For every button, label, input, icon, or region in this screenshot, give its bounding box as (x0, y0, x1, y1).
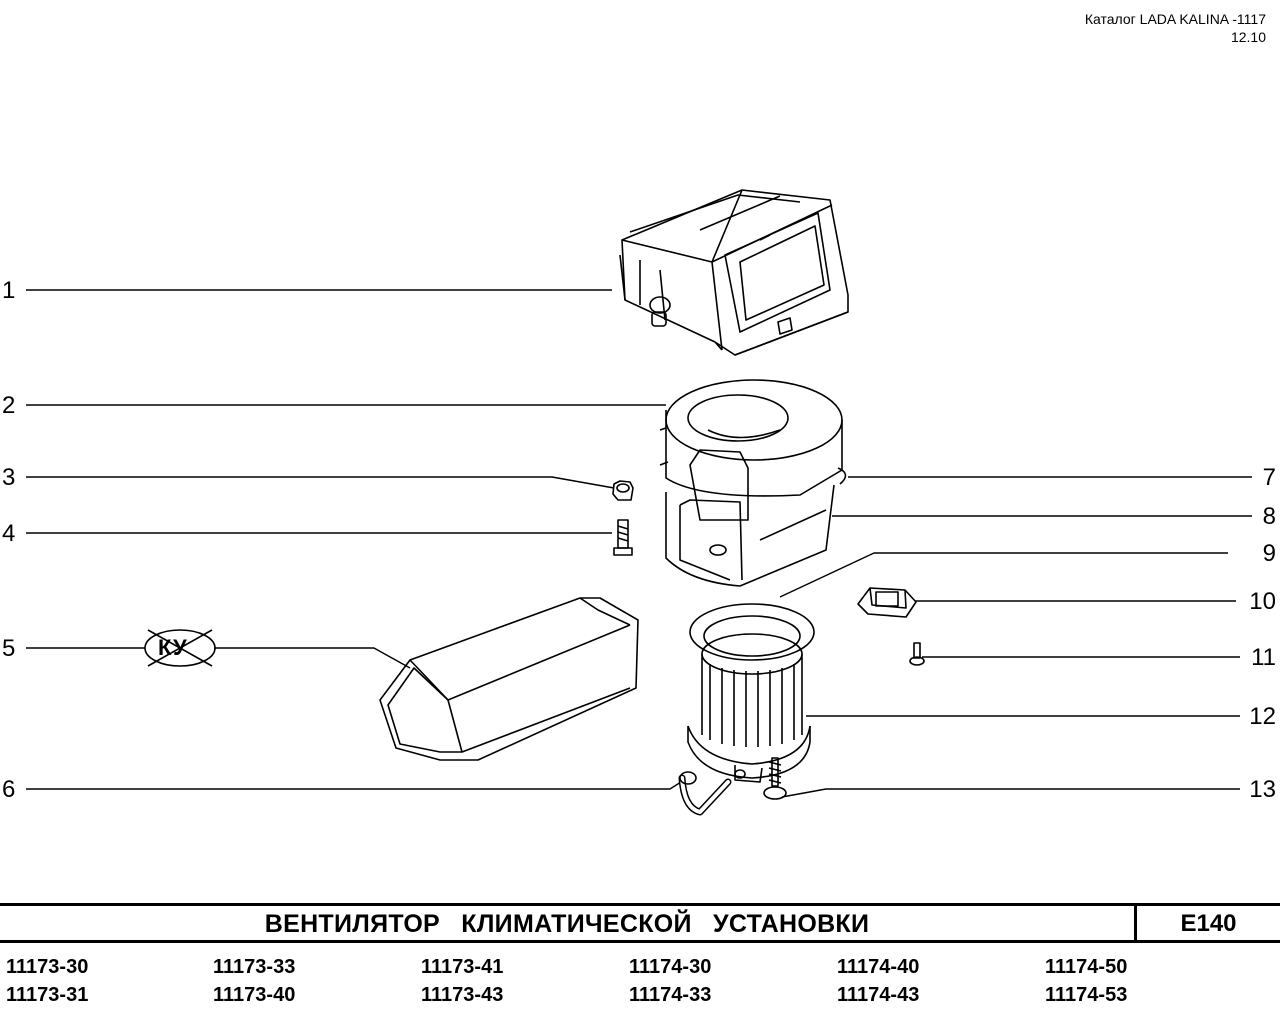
part-13-tapping-screw (763, 757, 787, 800)
model-code: 11174-43 (837, 984, 920, 1006)
model-code: 11173-31 (6, 984, 89, 1006)
part-2-upper-fan-housing (659, 379, 843, 521)
section-code: E140 (1180, 910, 1237, 937)
part-7-clip (837, 467, 847, 485)
callout-8: 8 (1262, 503, 1276, 530)
model-code: 11174-50 (1045, 956, 1128, 978)
exploded-parts-drawing (26, 189, 1252, 816)
callout-7: 7 (1262, 464, 1276, 491)
callout-2: 2 (2, 392, 16, 419)
part-8-lower-fan-housing (665, 484, 835, 587)
callout-12: 12 (1249, 703, 1276, 730)
part-1-intake-housing (619, 189, 849, 356)
stamp-label: КУ (158, 635, 188, 660)
model-code: 11173-33 (213, 956, 296, 978)
callout-4: 4 (2, 520, 16, 547)
catalog-revision: 12.10 (1230, 29, 1266, 45)
callout-11: 11 (1251, 644, 1276, 671)
callout-10: 10 (1249, 588, 1276, 615)
part-12-blower-motor (687, 633, 811, 783)
callout-1: 1 (2, 277, 16, 304)
model-code: 11174-30 (629, 956, 712, 978)
model-code: 11174-33 (629, 984, 712, 1006)
part-11-small-screw (909, 642, 925, 666)
callout-3: 3 (2, 464, 16, 491)
callout-9: 9 (1262, 540, 1276, 567)
callout-13: 13 (1249, 776, 1276, 803)
title-divider (1134, 906, 1137, 940)
part-10-resistor (857, 587, 917, 618)
leader-lines (26, 289, 1252, 798)
part-6-drain-tube (678, 771, 732, 816)
model-code: 11173-30 (6, 956, 89, 978)
model-code: 11173-43 (421, 984, 504, 1006)
catalog-header: Каталог LADA KALINA -1117 12.10 (1085, 10, 1266, 46)
model-code: 11173-41 (421, 956, 504, 978)
model-code: 11174-53 (1045, 984, 1128, 1006)
part-3-nut (612, 480, 634, 501)
ku-stamp (144, 629, 216, 667)
part-5-air-duct (379, 597, 639, 761)
model-list: 11173-30 11173-31 11173-33 11173-40 1117… (0, 955, 1280, 1015)
part-4-bolt (613, 519, 633, 556)
part-9-seal-ring (689, 603, 815, 661)
callout-5: 5 (2, 635, 16, 662)
catalog-title: Каталог LADA KALINA -1117 (1084, 11, 1266, 27)
title-block: ВЕНТИЛЯТОР КЛИМАТИЧЕСКОЙ УСТАНОВКИ E140 (0, 903, 1280, 943)
model-code: 11173-40 (213, 984, 296, 1006)
model-code: 11174-40 (837, 956, 920, 978)
page-title: ВЕНТИЛЯТОР КЛИМАТИЧЕСКОЙ УСТАНОВКИ (264, 910, 870, 938)
callout-6: 6 (2, 776, 16, 803)
